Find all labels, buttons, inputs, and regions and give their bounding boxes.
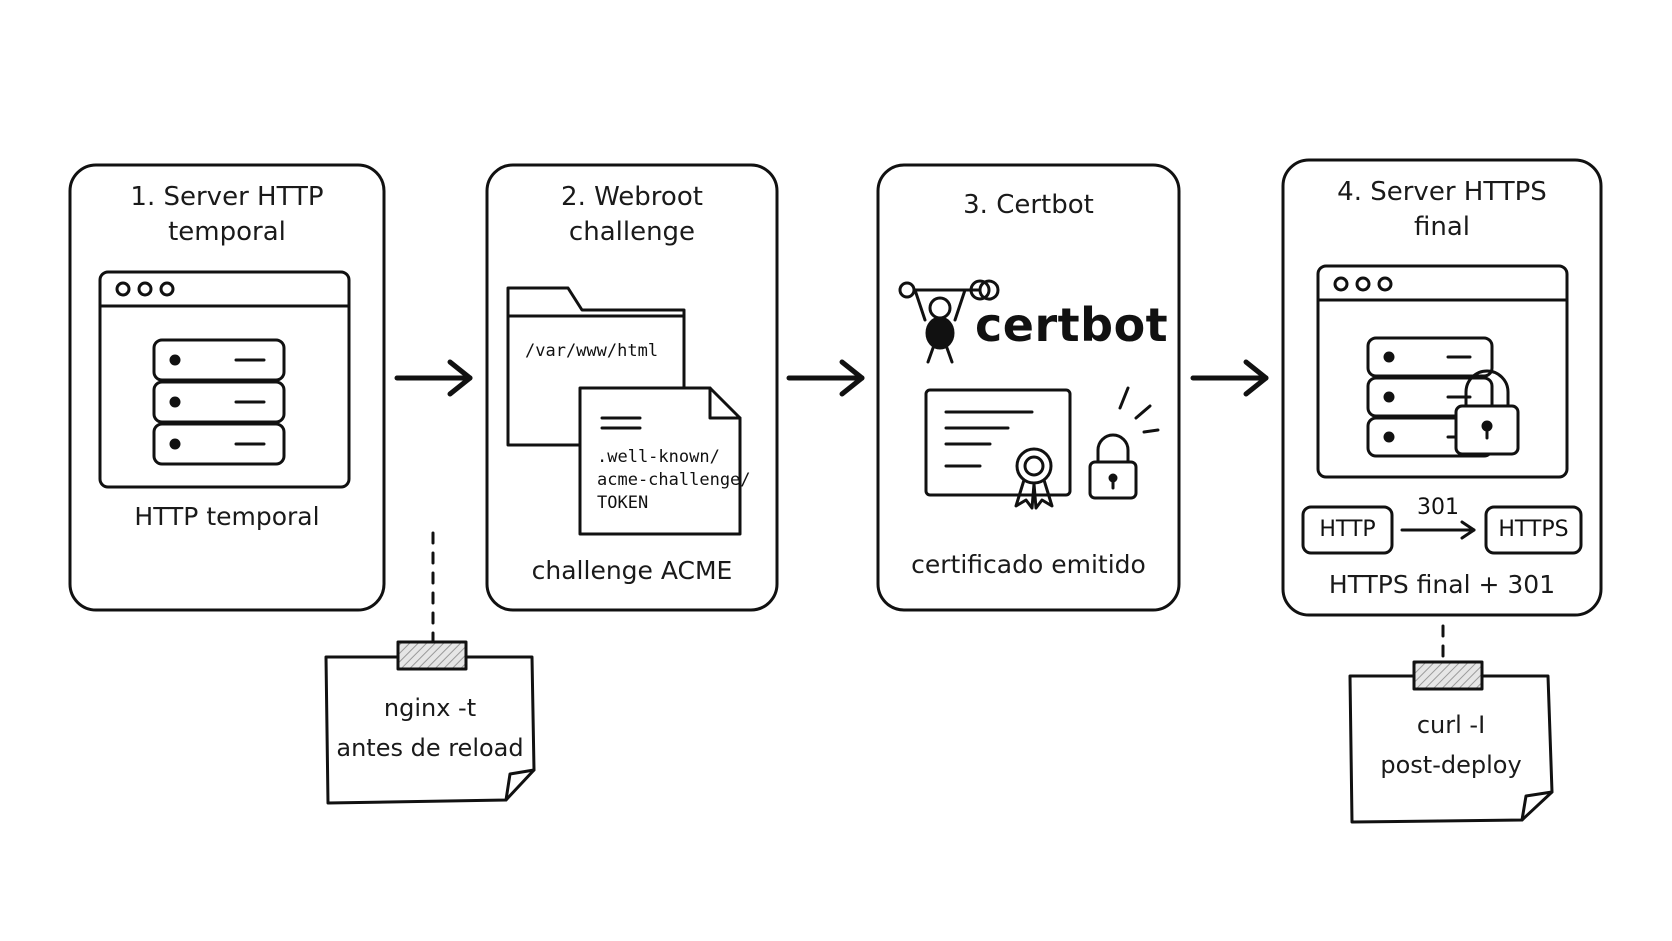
step-3-caption: certificado emitido <box>911 550 1146 579</box>
file-line-1: .well-known/ <box>597 447 720 467</box>
server-rack-icon <box>1366 336 1494 458</box>
step-card-3 <box>876 163 1181 612</box>
tape-icon <box>396 640 468 671</box>
redirect-from-label: HTTP <box>1319 517 1376 542</box>
padlock-icon <box>1454 369 1520 456</box>
step-1-title: 1. Server HTTP temporal <box>130 182 324 247</box>
http-box <box>1301 505 1394 555</box>
step-2-caption: challenge ACME <box>531 556 733 585</box>
padlock-icon <box>1088 386 1160 500</box>
sticky-note-1-text: nginx -t antes de reload <box>336 694 524 762</box>
sticky-note-2-text: curl -I post-deploy <box>1380 711 1522 779</box>
arrow-right-icon <box>1400 520 1476 540</box>
step-4-caption: HTTPS final + 301 <box>1328 570 1556 599</box>
arrow-right-icon <box>786 359 865 397</box>
step-card-1 <box>68 163 386 612</box>
step-3-title: 3. Certbot <box>963 190 1094 220</box>
file-line-2: acme-challenge/ <box>597 470 751 490</box>
server-rack-icon <box>152 338 286 466</box>
step-card-4 <box>1281 158 1603 617</box>
arrow-right-icon <box>1190 359 1269 397</box>
sticky-note-2 <box>1348 674 1554 824</box>
certbot-wordmark: certbot <box>975 298 1169 352</box>
step-4-title: 4. Server HTTPS final <box>1337 177 1547 242</box>
file-line-3: TOKEN <box>597 493 649 513</box>
tape-icon <box>1412 660 1484 691</box>
step-card-2 <box>485 163 779 612</box>
redirect-to-label: HTTPS <box>1498 517 1569 542</box>
sticky-note-1 <box>324 655 536 805</box>
redirect-code-label: 301 <box>1417 495 1459 520</box>
browser-window-icon <box>1316 264 1569 479</box>
browser-window-icon <box>98 270 351 489</box>
https-box <box>1484 505 1583 555</box>
folder-path-label: /var/www/html <box>525 341 659 361</box>
certificate-icon <box>924 388 1072 510</box>
file-icon <box>578 386 742 536</box>
certbot-robot-icon <box>898 279 1000 364</box>
step-1-caption: HTTP temporal <box>134 502 320 531</box>
arrow-right-icon <box>394 359 473 397</box>
step-2-title: 2. Webroot challenge <box>561 182 703 247</box>
